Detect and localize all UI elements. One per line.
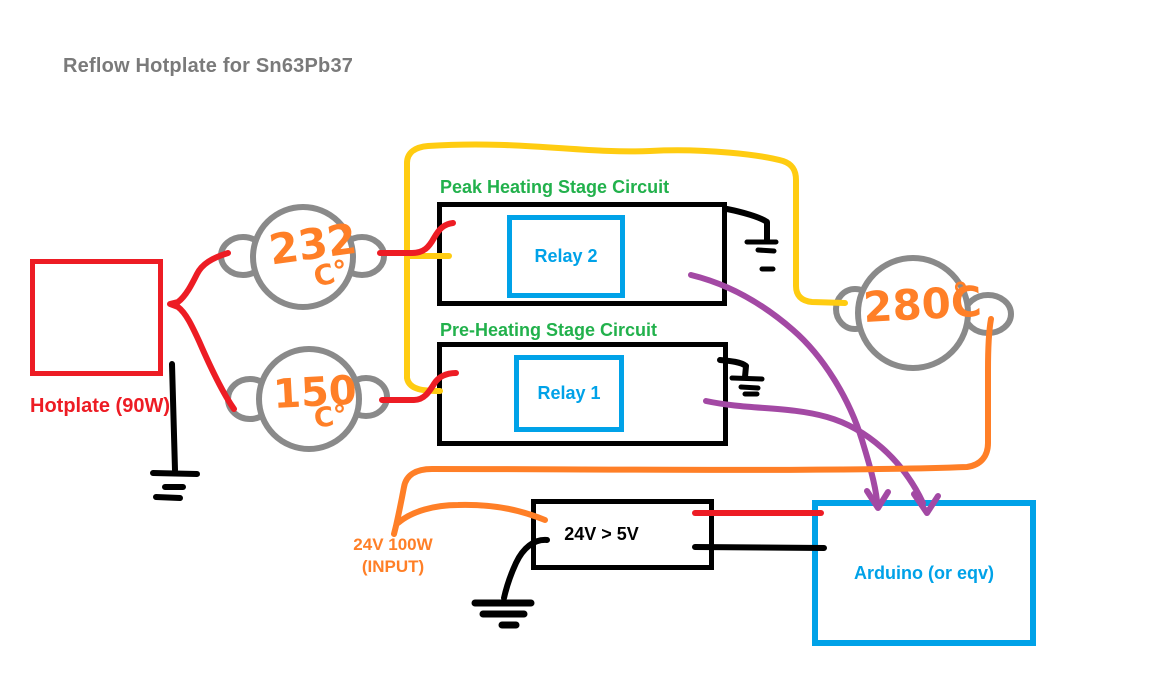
relay2-label: Relay 2	[534, 246, 598, 266]
arduino-label: Arduino (or eqv)	[854, 562, 994, 583]
hotplate-box	[30, 259, 163, 376]
diagram-title: Reflow Hotplate for Sn63Pb37	[63, 55, 354, 77]
converter-box: 24V > 5V	[531, 499, 714, 570]
input-label-line1: 24V 100W	[353, 535, 433, 554]
peak-circuit-label: Peak Heating Stage Circuit	[440, 177, 670, 197]
thermostat-terminal	[218, 234, 268, 278]
black-wire-hotplate-ground	[169, 361, 178, 473]
converter-label: 24V > 5V	[564, 524, 639, 544]
orange-wire-branch-converter	[395, 501, 548, 526]
relay1-box: Relay 1	[514, 355, 624, 432]
red-wire-hotplate-junction	[167, 250, 237, 412]
hotplate-label: Hotplate (90W)	[30, 395, 170, 417]
ground-symbol-relay2	[744, 239, 779, 272]
thermostat-terminal	[225, 376, 275, 422]
input-label-line2: (INPUT)	[361, 557, 425, 576]
ground-symbol-relay1	[729, 375, 765, 397]
ground-symbol-converter	[471, 599, 535, 629]
relay1-label: Relay 1	[537, 383, 601, 403]
relay2-box: Relay 2	[507, 215, 625, 298]
black-wire-relay2-ground	[724, 206, 770, 243]
black-wire-converter-to-arduino	[692, 544, 827, 551]
ground-symbol-hotplate	[150, 470, 200, 501]
purple-wire-relay1-to-arduino	[703, 398, 926, 506]
pre-thermostat-unit: C°	[312, 399, 350, 435]
cutoff-thermostat-unit: °	[952, 276, 969, 316]
pre-circuit-label: Pre-Heating Stage Circuit	[440, 320, 658, 340]
input-label: 24V 100W (INPUT)	[338, 534, 448, 578]
